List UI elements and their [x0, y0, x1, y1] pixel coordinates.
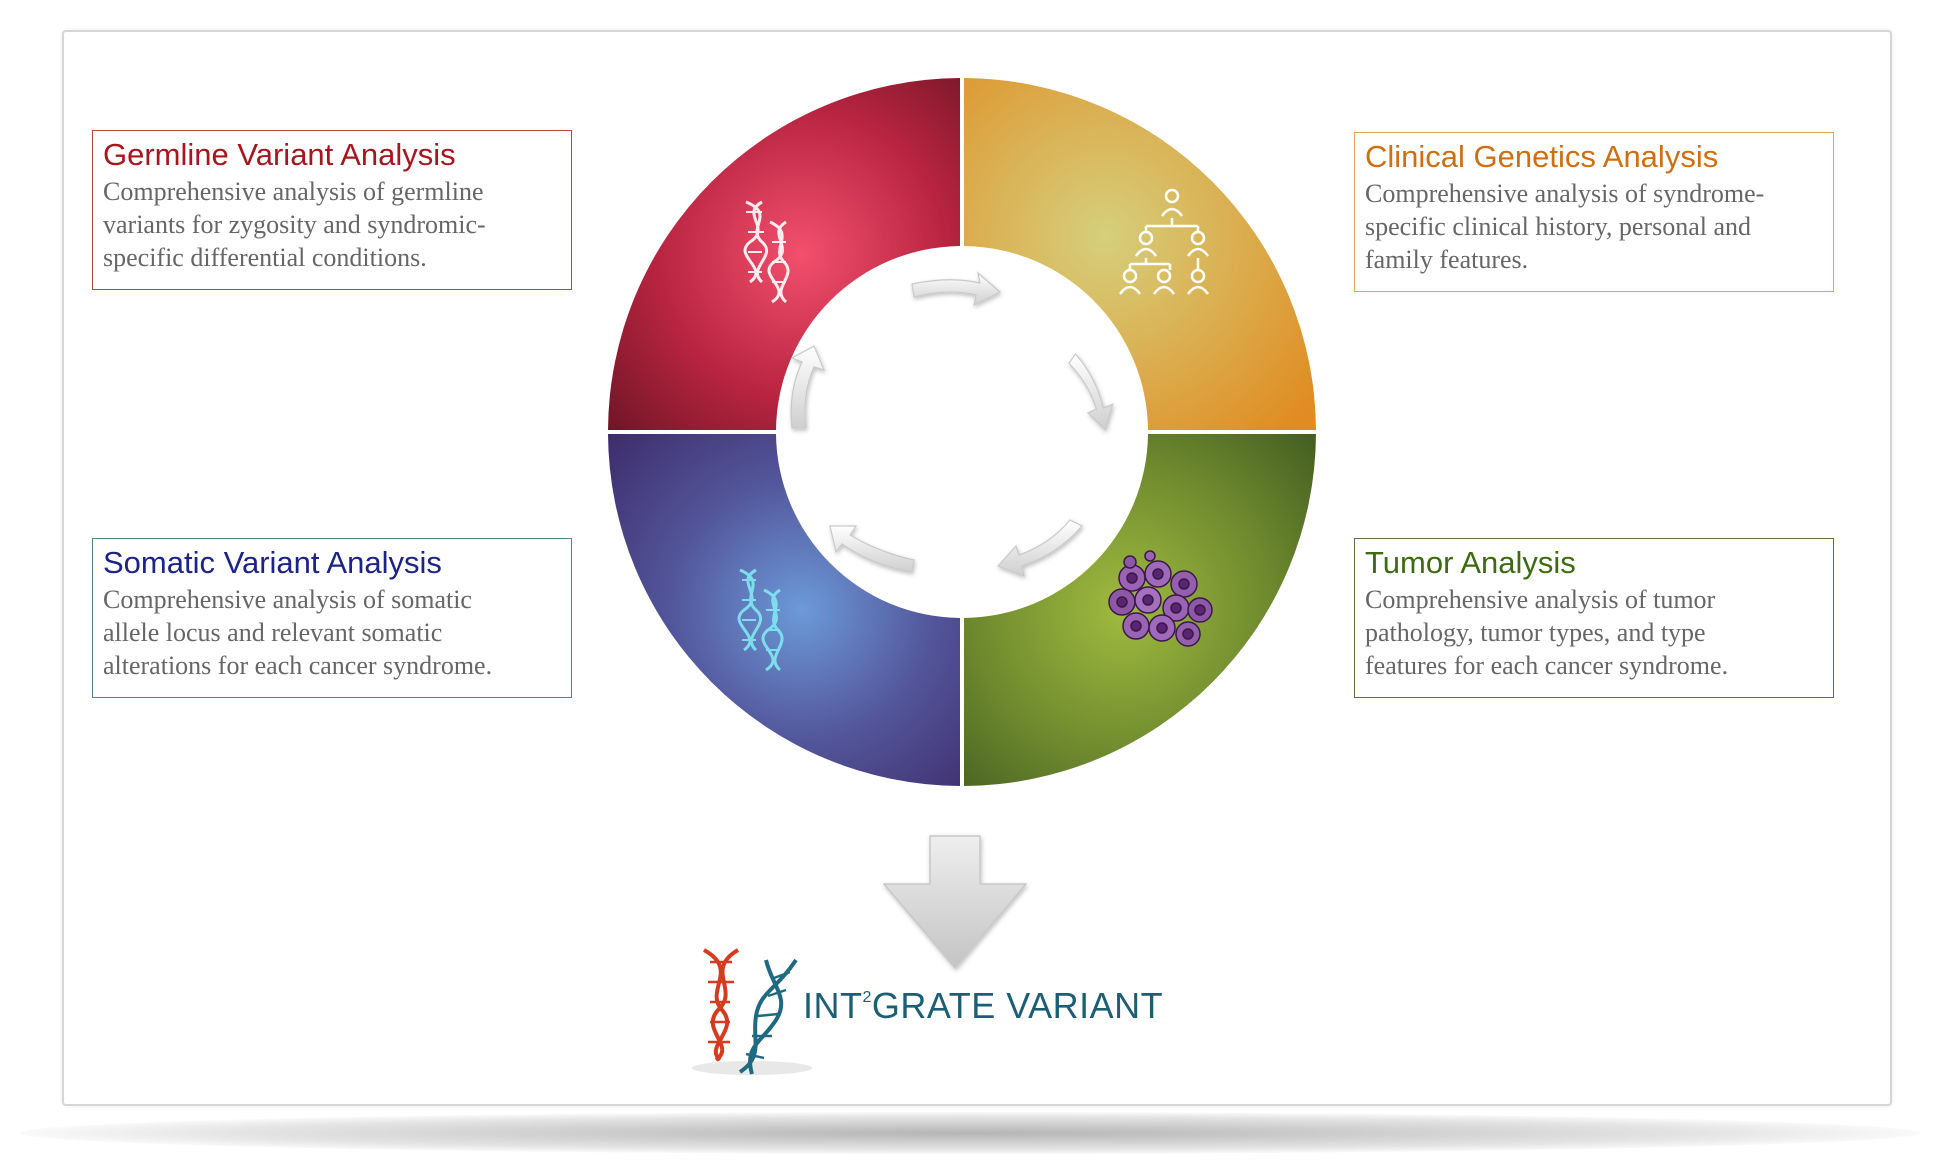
clinical-genetics-analysis-box: Clinical Genetics Analysis Comprehensive… — [1354, 132, 1834, 292]
cycle-arrow-top — [911, 271, 1002, 307]
inner-circle — [779, 249, 1145, 615]
dna-helix-icon — [737, 568, 784, 672]
tumor-analysis-box: Tumor Analysis Comprehensive analysis of… — [1354, 538, 1834, 698]
germline-description-line: variants for zygosity and syndromic- — [103, 210, 486, 239]
clinical-description-line: family features. — [1365, 245, 1529, 274]
cycle-arrow-bottom-right — [996, 519, 1083, 577]
germline-quadrant — [608, 78, 960, 430]
somatic-analysis-box: Somatic Variant Analysis Comprehensive a… — [92, 538, 572, 698]
clinical-description-line: specific clinical history, personal and — [1365, 212, 1752, 241]
tumor-description-line: features for each cancer syndrome. — [1365, 651, 1729, 680]
logo-text-superscript: 2 — [862, 989, 872, 1006]
somatic-description-line: Comprehensive analysis of somatic — [103, 585, 472, 614]
clinical-title: Clinical Genetics Analysis — [1365, 139, 1719, 174]
tumor-title: Tumor Analysis — [1365, 545, 1576, 580]
dna-helix-icon — [743, 200, 790, 304]
germline-title: Germline Variant Analysis — [103, 137, 456, 172]
logo-text-suffix: GRATE VARIANT — [871, 985, 1164, 1026]
somatic-description: Comprehensive analysis of somatic allele… — [103, 583, 561, 682]
frame-floor-shadow — [20, 1112, 1920, 1154]
dna-double-helix-logo-icon — [692, 948, 812, 1075]
cycle-arrow-left — [790, 345, 826, 429]
tumor-description-line: Comprehensive analysis of tumor — [1365, 585, 1716, 614]
somatic-title: Somatic Variant Analysis — [103, 545, 442, 580]
tumor-description: Comprehensive analysis of tumor patholog… — [1365, 583, 1823, 682]
cycle-arrows — [790, 271, 1114, 577]
clinical-description: Comprehensive analysis of syndrome- spec… — [1365, 177, 1823, 276]
tumor-cells-icon — [1108, 550, 1213, 647]
family-pedigree-icon — [1118, 188, 1210, 295]
clinical-description-line: Comprehensive analysis of syndrome- — [1365, 179, 1765, 208]
cycle-arrow-right — [1068, 352, 1114, 432]
germline-description-line: Comprehensive analysis of germline — [103, 177, 484, 206]
cycle-arrow-bottom-left — [829, 525, 915, 573]
somatic-quadrant — [608, 434, 960, 786]
germline-analysis-box: Germline Variant Analysis Comprehensive … — [92, 130, 572, 290]
somatic-description-line: alterations for each cancer syndrome. — [103, 651, 493, 680]
clinical-quadrant — [964, 78, 1316, 430]
tumor-description-line: pathology, tumor types, and type — [1365, 618, 1706, 647]
logo-text-prefix: INT — [803, 985, 863, 1026]
result-down-arrow — [882, 835, 1028, 970]
integrate-variant-logo-text: INT2GRATE VARIANT — [803, 985, 1163, 1027]
somatic-description-line: allele locus and relevant somatic — [103, 618, 443, 647]
germline-description-line: specific differential conditions. — [103, 243, 427, 272]
germline-description: Comprehensive analysis of germline varia… — [103, 175, 561, 274]
